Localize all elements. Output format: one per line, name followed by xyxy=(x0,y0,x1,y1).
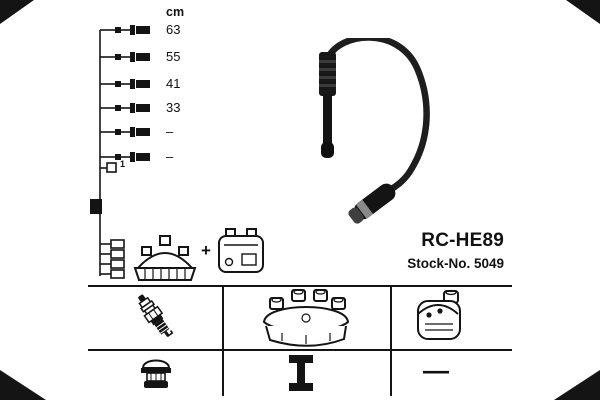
none-dash: — xyxy=(423,355,449,385)
legend-top-rule xyxy=(88,285,512,287)
cable-length-value: 33 xyxy=(166,100,181,115)
terminal-cap-icon xyxy=(141,359,171,388)
unit-label: cm xyxy=(166,5,185,19)
legend-middle-rule xyxy=(88,349,512,351)
clamp-bracket-icon xyxy=(289,355,313,391)
cable-length-value: 63 xyxy=(166,22,181,37)
single-lead-number: 1 xyxy=(120,159,126,169)
coil-boot xyxy=(319,52,336,158)
corner-mark-top-left xyxy=(0,0,34,24)
lead-wire xyxy=(324,38,430,194)
stock-number: Stock-No. 5049 xyxy=(407,256,504,271)
product-code: RC-HE89 xyxy=(421,230,504,251)
spark-plug-icon xyxy=(138,294,174,338)
legend-divider-2 xyxy=(390,285,392,396)
cable-length-value: – xyxy=(166,124,174,139)
legend-divider-1 xyxy=(222,285,224,396)
cable-length-value: 41 xyxy=(166,76,181,91)
plug-boot xyxy=(348,183,396,224)
corner-mark-top-right xyxy=(566,0,600,24)
cable-harness-schematic xyxy=(90,25,150,279)
distributor-cap-schematic-icon xyxy=(133,235,197,281)
distributor-cap-icon xyxy=(262,289,350,347)
cable-length-value: 55 xyxy=(166,49,181,64)
cable-connector-glyphs xyxy=(90,25,150,214)
corner-mark-bottom-left xyxy=(0,370,46,400)
cable-length-value: – xyxy=(166,149,174,164)
corner-mark-bottom-right xyxy=(554,370,600,400)
ignition-coil-schematic-icon xyxy=(218,228,264,273)
ignition-coil-icon xyxy=(417,289,461,340)
ignition-lead-photo xyxy=(319,38,430,224)
product-reference: RC-HE89 Stock-No. 5049 xyxy=(348,230,504,271)
plus-sign: + xyxy=(201,241,211,260)
cap-terminal-blocks xyxy=(106,162,125,279)
